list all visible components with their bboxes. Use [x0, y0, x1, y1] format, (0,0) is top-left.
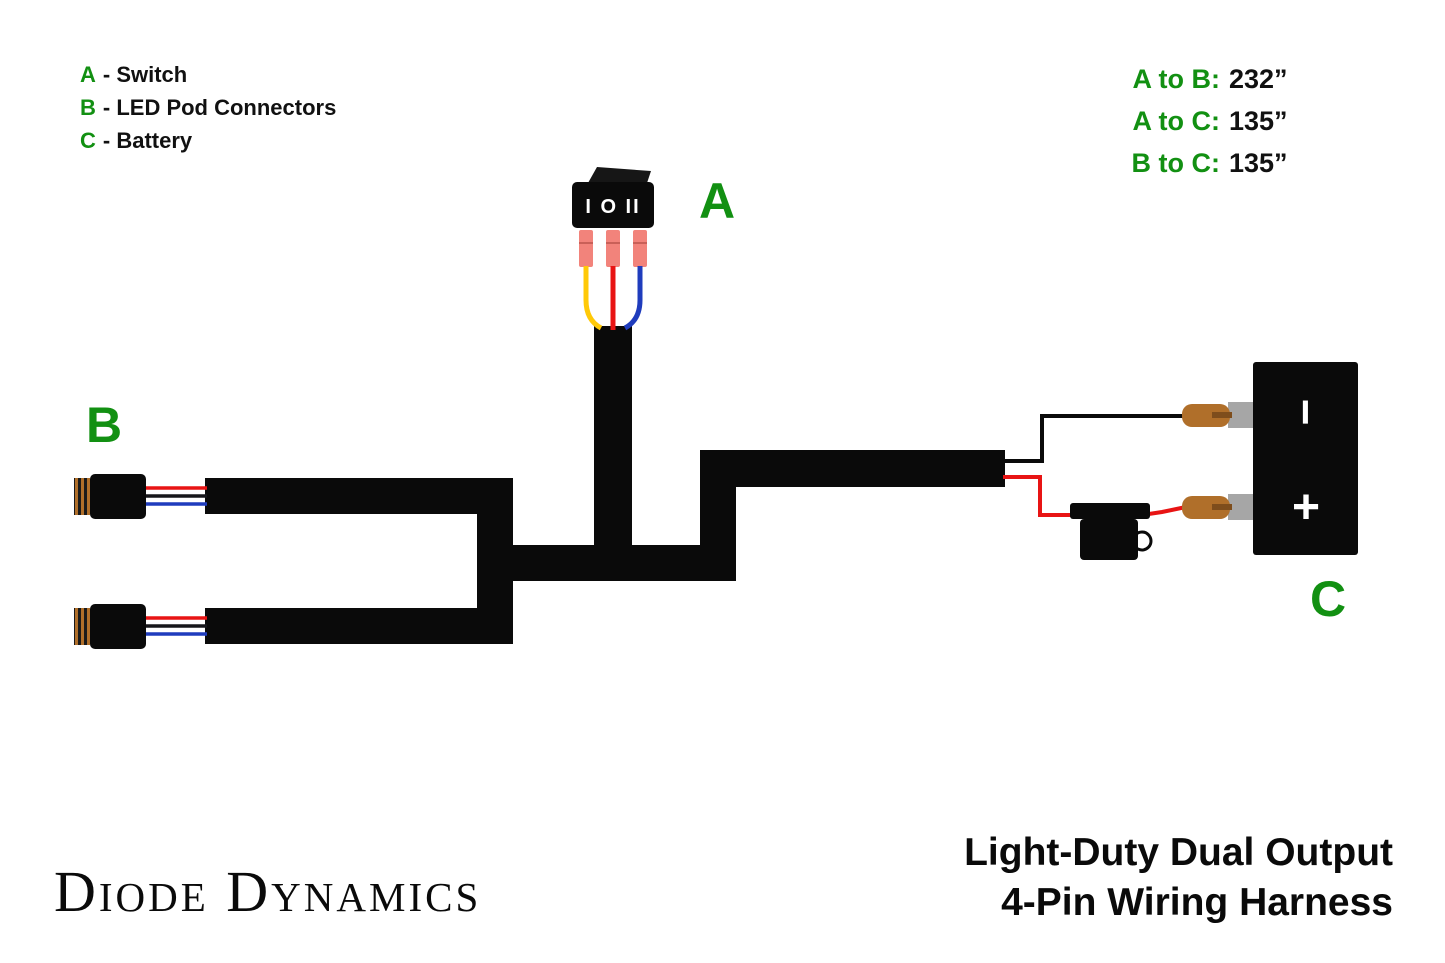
legend: A- Switch B- LED Pod Connectors C- Batte…	[80, 58, 336, 157]
legend-item-switch: A- Switch	[80, 58, 336, 91]
plug-rib	[75, 608, 78, 645]
switch-rocker	[588, 167, 651, 183]
upper-left-cable	[205, 478, 495, 514]
legend-key-a: A	[80, 62, 96, 87]
switch-pin-connector-left	[579, 230, 593, 267]
switch-body	[572, 182, 654, 228]
measurement-a-to-c: A to C: 135”	[1108, 100, 1288, 142]
measurement-label: A to B:	[1132, 64, 1220, 94]
product-title-line2: 4-Pin Wiring Harness	[1001, 881, 1393, 924]
switch-pin-connector-right	[633, 230, 647, 267]
legend-label-battery: - Battery	[102, 128, 193, 153]
measurement-b-to-c: B to C: 135”	[1108, 142, 1288, 184]
battery-body	[1253, 362, 1358, 555]
yellow-wire	[583, 266, 603, 331]
plug-rib	[87, 608, 90, 645]
measurements: A to B: 232” A to C: 135” B to C: 135”	[1108, 58, 1288, 184]
fuse-holder-cap	[1070, 503, 1150, 519]
lower-left-cable	[205, 608, 495, 644]
switch-cable-vertical	[594, 326, 632, 581]
switch-point-label: A	[699, 173, 736, 229]
blue-wire	[623, 266, 643, 331]
pod-connector-upper	[74, 474, 207, 519]
switch-pin-connector-middle	[606, 230, 620, 267]
measurement-label: A to C:	[1132, 106, 1220, 136]
negative-terminal-post	[1228, 402, 1256, 428]
switch-markings: I O II	[585, 196, 640, 218]
harness-cables	[205, 326, 1005, 644]
pods-point-label: B	[86, 397, 123, 453]
plug-rib	[75, 478, 78, 515]
legend-label-switch: - Switch	[102, 62, 188, 87]
switch-assembly: I O II	[572, 167, 654, 331]
legend-key-c: C	[80, 128, 96, 153]
battery-point-label: C	[1310, 571, 1347, 627]
fuse-holder-body	[1080, 519, 1138, 560]
battery-positive-symbol: +	[1292, 481, 1320, 534]
battery-negative-symbol: −	[1280, 399, 1332, 426]
legend-item-battery: C- Battery	[80, 124, 336, 157]
plug-rib	[87, 478, 90, 515]
right-main-cable	[700, 450, 1005, 487]
spade-terminal-positive	[1182, 496, 1230, 519]
measurement-label: B to C:	[1131, 148, 1220, 178]
product-title: Light-Duty Dual Output 4-Pin Wiring Harn…	[964, 828, 1393, 928]
positive-terminal-post	[1228, 494, 1256, 520]
positive-wire-in	[1003, 475, 1078, 517]
legend-item-pods: B- LED Pod Connectors	[80, 91, 336, 124]
measurement-value: 232”	[1229, 64, 1288, 94]
plug-rib	[81, 478, 84, 515]
measurement-value: 135”	[1229, 148, 1288, 178]
legend-label-pods: - LED Pod Connectors	[102, 95, 337, 120]
pod-connector-lower	[74, 604, 207, 649]
diode-dynamics-logo: Diode Dynamics	[54, 859, 482, 924]
legend-key-b: B	[80, 95, 96, 120]
spade-terminal-negative	[1182, 404, 1230, 427]
measurement-value: 135”	[1229, 106, 1288, 136]
product-title-line1: Light-Duty Dual Output	[964, 831, 1393, 874]
pod-plug-body	[90, 604, 146, 649]
plug-rib	[81, 608, 84, 645]
measurement-a-to-b: A to B: 232”	[1108, 58, 1288, 100]
battery-assembly: − +	[1003, 362, 1358, 560]
pod-plug-body	[90, 474, 146, 519]
negative-wire	[1003, 414, 1186, 463]
